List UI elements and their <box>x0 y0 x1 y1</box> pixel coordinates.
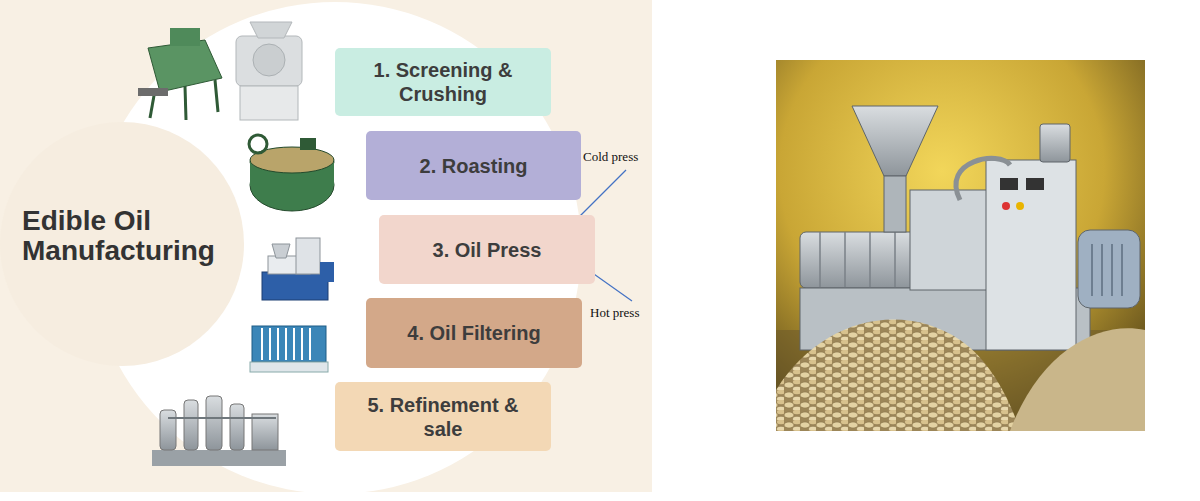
barrel-rings <box>820 232 895 288</box>
process-box: 2. Roasting <box>366 131 581 200</box>
roaster-motor <box>300 138 316 150</box>
filter-press-machine <box>250 326 328 372</box>
filter-frame <box>252 326 326 362</box>
crusher-drum <box>253 44 285 76</box>
screener-body <box>148 40 222 92</box>
filter-plates <box>262 328 310 360</box>
press-hopper <box>272 244 290 258</box>
process-box: 5. Refinement & sale <box>335 382 551 451</box>
oil-press-photo <box>776 60 1145 431</box>
control-button <box>1002 202 1010 210</box>
refinery-cabinet <box>252 414 278 450</box>
roasting-machine <box>249 135 334 211</box>
press-tank <box>296 238 320 274</box>
fan-grille <box>1092 244 1122 296</box>
control-display <box>1026 178 1044 190</box>
process-box: 3. Oil Press <box>379 215 595 284</box>
crusher-machine <box>236 22 302 120</box>
roaster-wheel <box>249 135 267 153</box>
screener-chute <box>138 88 168 96</box>
diagram-title: Edible Oil Manufacturing <box>22 206 254 266</box>
crusher-body <box>236 36 302 86</box>
machine-hopper <box>852 106 938 176</box>
machine-leg <box>185 86 186 120</box>
seed-pile <box>776 320 1020 431</box>
process-box: 1. Screening & Crushing <box>335 48 551 116</box>
cabinet-cylinder <box>1040 124 1070 162</box>
oil-press-machine <box>262 238 334 300</box>
press-motor <box>320 262 334 282</box>
machine-leg <box>215 80 218 112</box>
refinery-tank <box>230 404 244 450</box>
motor-fan <box>1078 230 1140 308</box>
press-base <box>262 272 328 300</box>
step-label: 4. Oil Filtering <box>407 321 540 345</box>
process-box: 4. Oil Filtering <box>366 298 582 368</box>
annotation-label: Cold press <box>583 149 638 165</box>
control-display <box>1000 178 1018 190</box>
step-label: 5. Refinement & sale <box>347 393 539 441</box>
seed-pile <box>1010 328 1145 431</box>
hopper-neck <box>884 176 906 232</box>
refinery-pipe <box>168 417 276 419</box>
filter-tray <box>250 362 328 372</box>
refinery-tank <box>206 396 222 450</box>
refinery-machine <box>152 396 286 466</box>
gearbox <box>910 190 990 290</box>
control-cabinet <box>986 160 1076 350</box>
step-label: 1. Screening & Crushing <box>347 58 539 106</box>
refinery-tank <box>160 410 176 450</box>
control-button <box>1016 202 1024 210</box>
refinery-tank <box>184 400 198 450</box>
photo-background <box>776 60 1145 431</box>
annotation-label: Hot press <box>590 305 639 321</box>
crusher-hopper <box>250 22 292 38</box>
screener-hopper <box>170 28 200 46</box>
refinery-base <box>152 450 286 466</box>
step-label: 3. Oil Press <box>433 238 542 262</box>
screening-machine <box>138 28 222 120</box>
machine-hose <box>956 158 1010 200</box>
step-label: 2. Roasting <box>420 154 528 178</box>
crusher-base <box>240 86 298 120</box>
